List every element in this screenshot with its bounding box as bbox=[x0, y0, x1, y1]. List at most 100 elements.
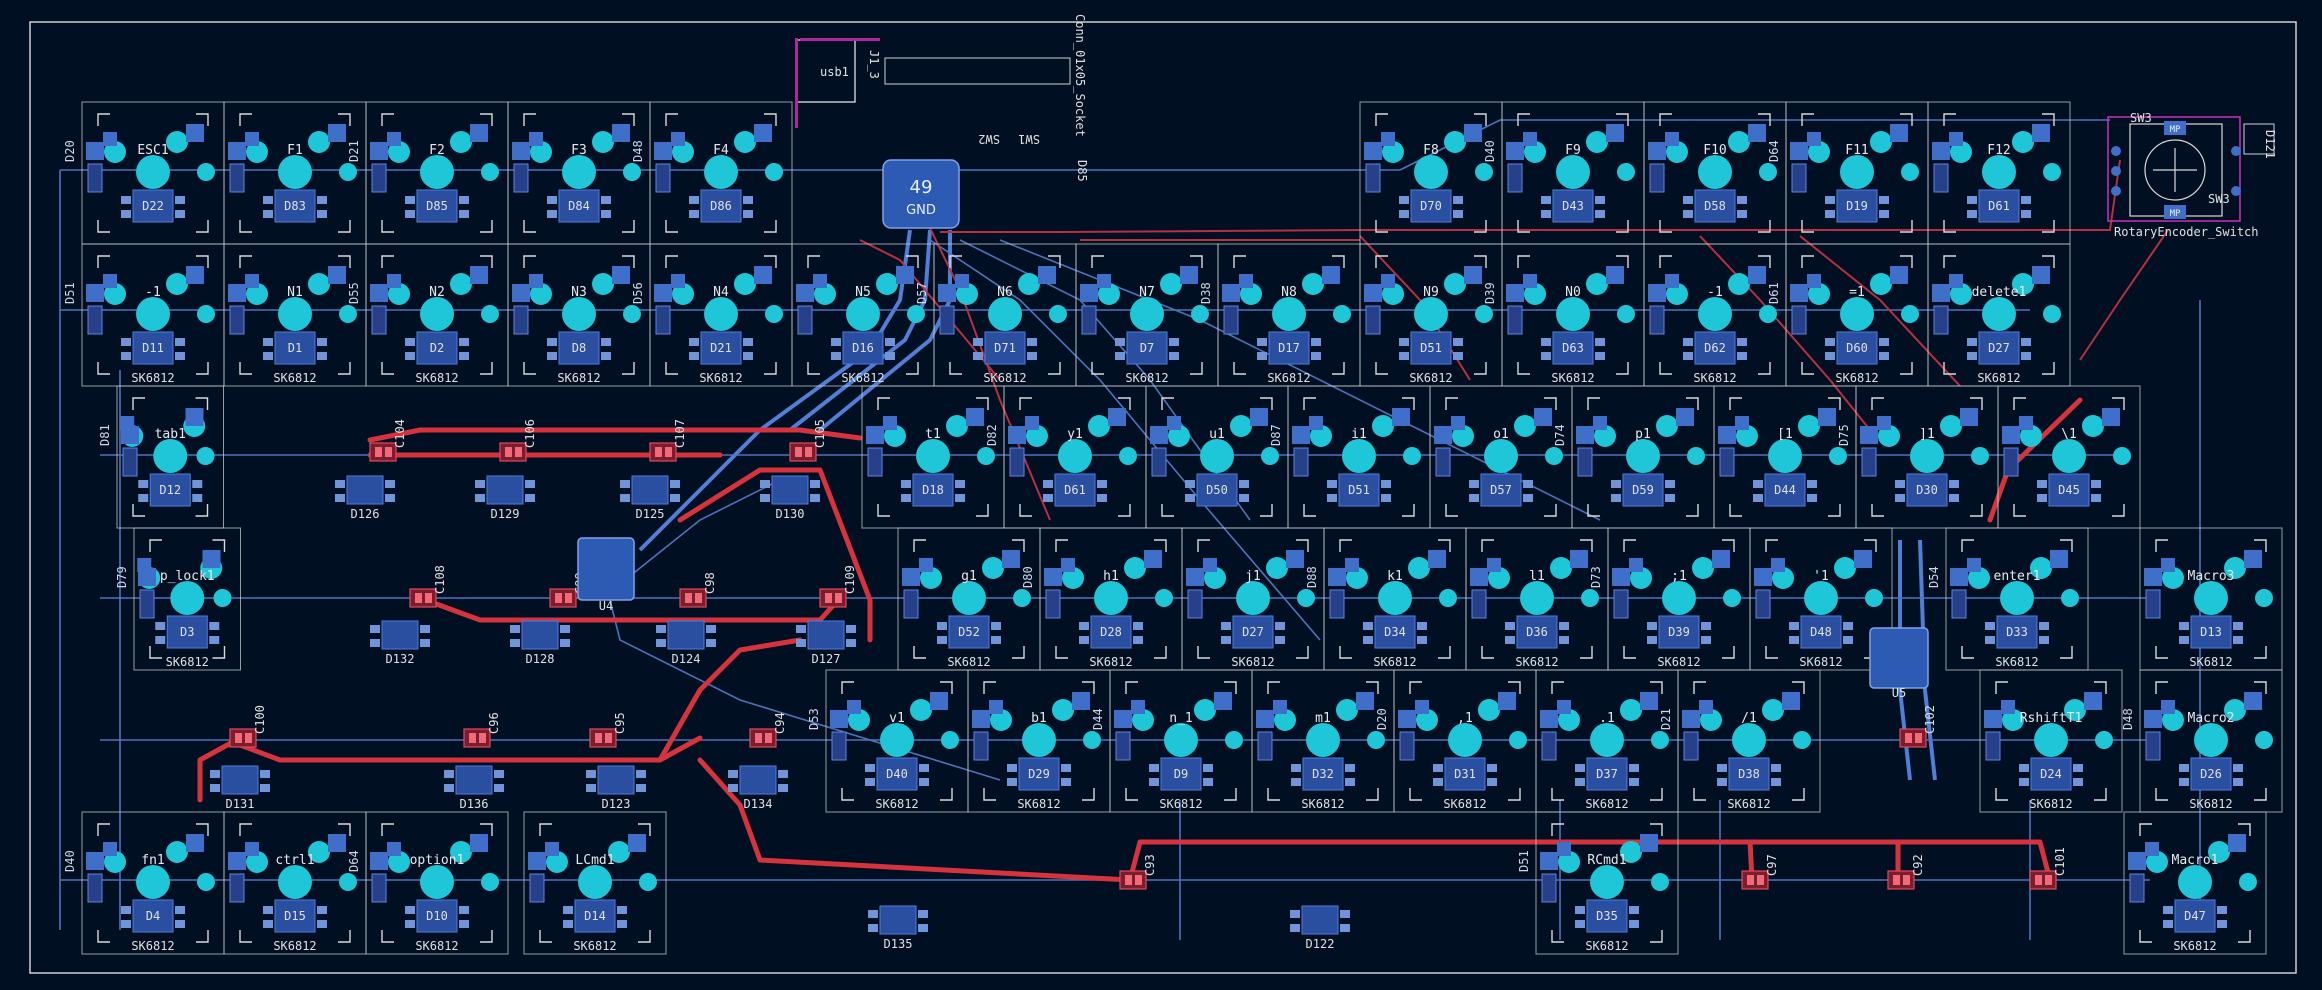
ic-u4[interactable]: U4 bbox=[577, 537, 635, 613]
main-mcu-ic[interactable]: 49 GND bbox=[882, 159, 960, 229]
capacitor[interactable]: C101 bbox=[2029, 847, 2067, 890]
standalone-led[interactable]: D122 bbox=[1290, 905, 1350, 951]
capacitor[interactable]: C108 bbox=[409, 565, 447, 608]
capacitor[interactable]: C102 bbox=[1899, 705, 1937, 748]
ic-u5[interactable]: U5 bbox=[1869, 627, 1929, 700]
capacitor[interactable]: C96 bbox=[463, 712, 501, 748]
rotary-diode-label: D121 bbox=[2263, 130, 2277, 159]
key-led-part: SK6812 bbox=[1799, 655, 1842, 669]
usb-connector[interactable]: usb1 J1_3 bbox=[795, 38, 881, 128]
standalone-led[interactable]: D126 bbox=[335, 475, 395, 521]
rotary-encoder[interactable]: MP MP SW3 SW3 RotaryEncoder_Switch D121 bbox=[2107, 111, 2277, 239]
capacitor[interactable]: C104 bbox=[369, 419, 407, 462]
standalone-led[interactable]: D128 bbox=[510, 620, 570, 666]
capacitor[interactable]: C98 bbox=[679, 572, 717, 608]
capacitor[interactable]: C93 bbox=[1119, 854, 1157, 890]
capacitor[interactable]: C97 bbox=[1741, 854, 1779, 890]
capacitor[interactable]: C95 bbox=[589, 712, 627, 748]
standalone-led[interactable]: D135 bbox=[868, 905, 928, 951]
standalone-led[interactable]: D131 bbox=[210, 765, 270, 811]
standalone-led[interactable]: D123 bbox=[586, 765, 646, 811]
standalone-led[interactable]: D136 bbox=[444, 765, 504, 811]
standalone-led[interactable]: D134 bbox=[728, 765, 788, 811]
standalone-led-ref: D128 bbox=[526, 652, 555, 666]
standalone-led[interactable]: D130 bbox=[760, 475, 820, 521]
capacitor[interactable]: C100 bbox=[229, 705, 267, 748]
standalone-led[interactable]: D125 bbox=[620, 475, 680, 521]
header-socket-connector[interactable]: Conn_01x05_Socket SW1 SW2 D85 bbox=[884, 14, 1089, 182]
standalone-led[interactable]: D129 bbox=[475, 475, 535, 521]
capacitor[interactable]: C94 bbox=[749, 712, 787, 748]
capacitor[interactable]: C107 bbox=[649, 419, 687, 462]
standalone-led[interactable]: D127 bbox=[796, 620, 856, 666]
capacitor[interactable]: C92 bbox=[1887, 854, 1925, 890]
capacitor[interactable]: C106 bbox=[499, 419, 537, 462]
capacitor[interactable]: C109 bbox=[819, 565, 857, 608]
standalone-led[interactable]: D124 bbox=[656, 620, 716, 666]
capacitor[interactable]: C105 bbox=[789, 419, 827, 462]
standalone-led-ref: D136 bbox=[460, 797, 489, 811]
standalone-led[interactable]: D132 bbox=[370, 620, 430, 666]
